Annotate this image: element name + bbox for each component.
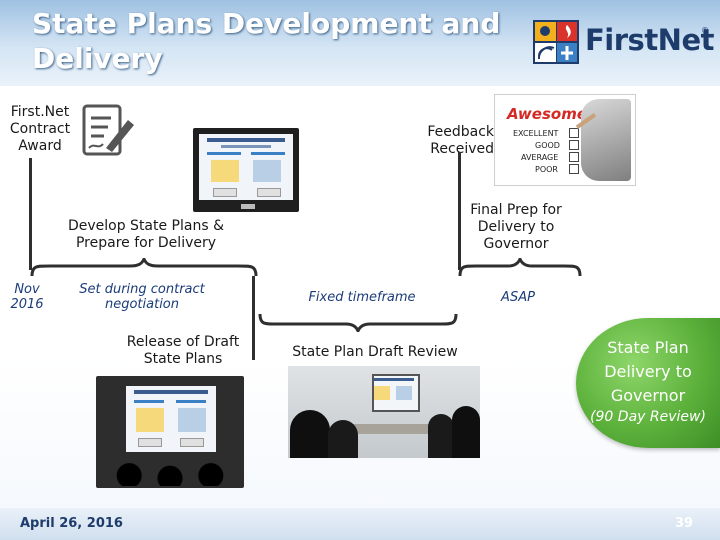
release-presentation-screen-icon [96,376,244,488]
fixed-timeframe-brace [258,313,458,332]
feedback-line [458,152,461,270]
feedback-checklist-icon: Awesome!! EXCELLENT GOOD AVERAGE POOR [494,94,636,186]
slide-header: State Plans Development and Delivery Fir… [0,0,720,86]
delivery-badge-title: State Plan Delivery to Governor [604,338,692,405]
feedback-option-4: POOR [535,165,558,174]
milestone-final-prep: Final Prep for Delivery to Governor [470,202,562,252]
delivery-to-governor-badge: State Plan Delivery to Governor (90 Day … [576,318,720,448]
firstnet-logo-icon [533,20,579,64]
during-negotiation-label: Set during contract negotiation [79,282,205,312]
milestone-develop-plans: Develop State Plans & Prepare for Delive… [67,218,225,251]
meeting-room-icon [288,366,480,458]
feedback-option-2: GOOD [535,141,560,150]
milestone-contract-award: First.Net Contract Award [9,104,71,154]
firstnet-logo: FirstNet ® [533,20,714,66]
asap-label: ASAP [501,290,535,305]
logo-text: FirstNet [585,23,714,57]
footer-date: April 26, 2016 [20,516,123,531]
start-date-label: Nov 2016 [10,282,44,312]
feedback-option-1: EXCELLENT [513,129,559,138]
feedback-heading: Awesome!! [507,105,601,123]
timeline-left-tick [252,276,255,360]
presentation-screen-icon [193,128,299,212]
contract-award-line [29,158,32,270]
delivery-badge-subtitle: (90 Day Review) [590,409,706,425]
logo-registered-mark: ® [701,26,709,35]
fixed-timeframe-label: Fixed timeframe [308,290,416,305]
footer-bar [0,508,720,540]
timeline-stage: First.Net Contract Award Feedback Receiv… [0,86,720,540]
final-prep-brace [458,258,582,277]
milestone-release-draft: Release of Draft State Plans [126,334,240,367]
milestone-feedback-received: Feedback Received [427,124,494,157]
slide-title: State Plans Development and Delivery [32,7,501,75]
develop-plans-brace [30,258,258,277]
page-number: 39 [675,516,694,531]
document-pen-icon [82,104,134,156]
feedback-option-3: AVERAGE [521,153,559,162]
milestone-draft-review: State Plan Draft Review [292,344,458,360]
